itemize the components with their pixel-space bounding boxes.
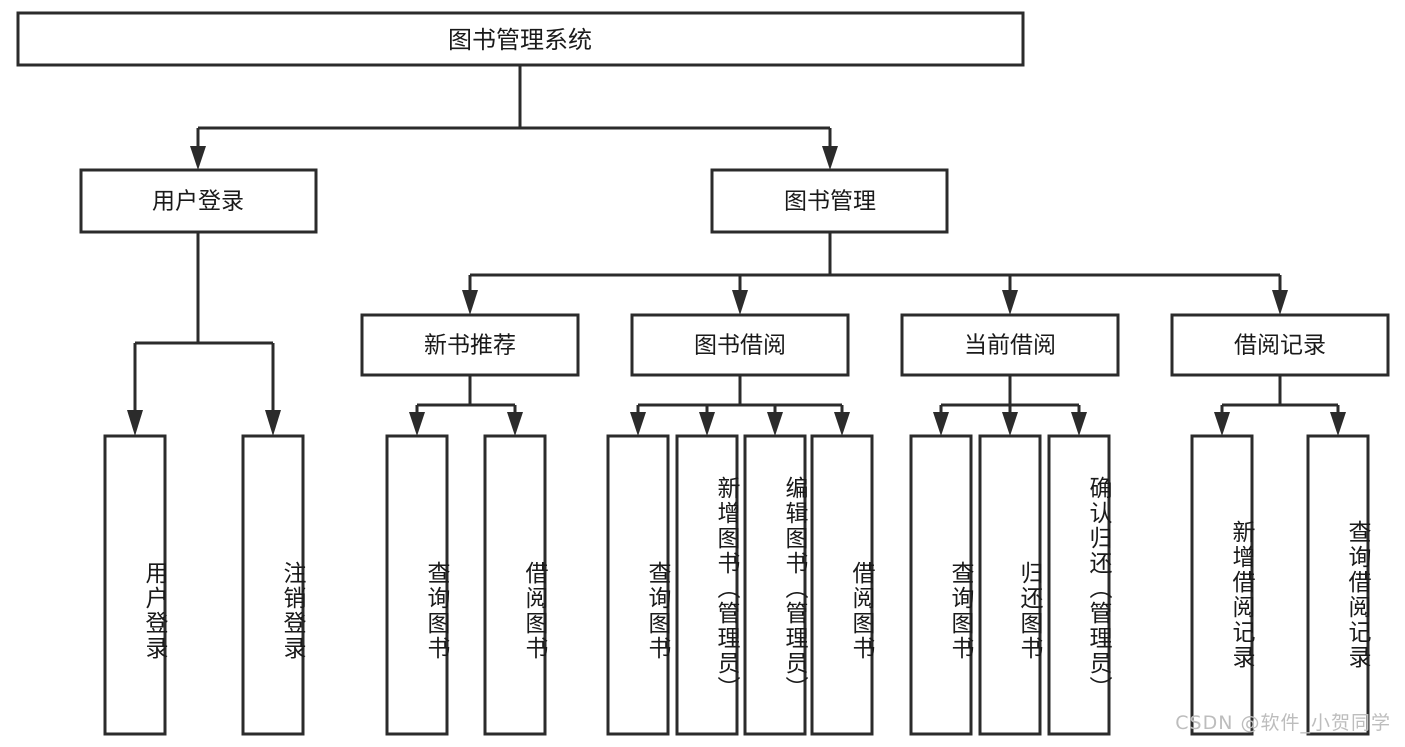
node-leaf7 bbox=[743, 434, 807, 736]
arrow-icon bbox=[462, 290, 478, 315]
arrow-icon bbox=[1071, 412, 1087, 436]
connector-borrow-to-leaves bbox=[630, 375, 850, 436]
node-leaf11 bbox=[1047, 434, 1111, 736]
node-borrow-label: 图书借阅 bbox=[694, 333, 786, 359]
node-leaf2 bbox=[241, 434, 305, 736]
node-newbook-label: 新书推荐 bbox=[424, 333, 516, 359]
arrow-icon bbox=[699, 412, 715, 436]
arrow-icon bbox=[822, 146, 838, 170]
node-leaf10 bbox=[978, 434, 1042, 736]
arrow-icon bbox=[409, 412, 425, 436]
arrow-icon bbox=[1272, 290, 1288, 315]
arrow-icon bbox=[1002, 290, 1018, 315]
node-records-label: 借阅记录 bbox=[1234, 333, 1326, 359]
connector-login-to-leaves bbox=[127, 232, 281, 436]
node-leaf1 bbox=[103, 434, 167, 736]
node-borrow[interactable]: 图书借阅 bbox=[630, 313, 850, 377]
node-root[interactable]: 图书管理系统 bbox=[16, 11, 1025, 67]
leaf-boxes bbox=[103, 434, 1370, 736]
node-login[interactable]: 用户登录 bbox=[79, 168, 318, 234]
node-leaf6 bbox=[675, 434, 739, 736]
csdn-watermark: CSDN @软件_小贺同学 bbox=[1175, 712, 1391, 734]
node-root-label: 图书管理系统 bbox=[448, 26, 592, 54]
arrow-icon bbox=[732, 290, 748, 315]
connector-root-to-level2 bbox=[190, 65, 838, 170]
arrow-icon bbox=[767, 412, 783, 436]
node-login-label: 用户登录 bbox=[152, 189, 244, 215]
connector-records-to-leaves bbox=[1214, 375, 1346, 436]
arrow-icon bbox=[1214, 412, 1230, 436]
node-leaf4 bbox=[483, 434, 547, 736]
node-bookmgmt[interactable]: 图书管理 bbox=[710, 168, 949, 234]
arrow-icon bbox=[507, 412, 523, 436]
connector-newbook-to-leaves bbox=[409, 375, 523, 436]
node-current-label: 当前借阅 bbox=[964, 333, 1056, 359]
node-current[interactable]: 当前借阅 bbox=[900, 313, 1120, 377]
node-newbook[interactable]: 新书推荐 bbox=[360, 313, 580, 377]
arrow-icon bbox=[1330, 412, 1346, 436]
arrow-icon bbox=[127, 410, 143, 436]
connector-current-to-leaves bbox=[933, 375, 1087, 436]
node-leaf8 bbox=[810, 434, 874, 736]
arrow-icon bbox=[265, 410, 281, 436]
node-leaf13 bbox=[1306, 434, 1370, 736]
arrow-icon bbox=[834, 412, 850, 436]
node-records[interactable]: 借阅记录 bbox=[1170, 313, 1390, 377]
node-leaf9 bbox=[909, 434, 973, 736]
node-leaf3 bbox=[385, 434, 449, 736]
arrow-icon bbox=[190, 146, 206, 170]
arrow-icon bbox=[933, 412, 949, 436]
arrow-icon bbox=[1002, 412, 1018, 436]
node-leaf12 bbox=[1190, 434, 1254, 736]
arrow-icon bbox=[630, 412, 646, 436]
connector-bookmgmt-to-level3 bbox=[462, 232, 1288, 315]
node-bookmgmt-label: 图书管理 bbox=[784, 189, 876, 215]
node-leaf5 bbox=[606, 434, 670, 736]
